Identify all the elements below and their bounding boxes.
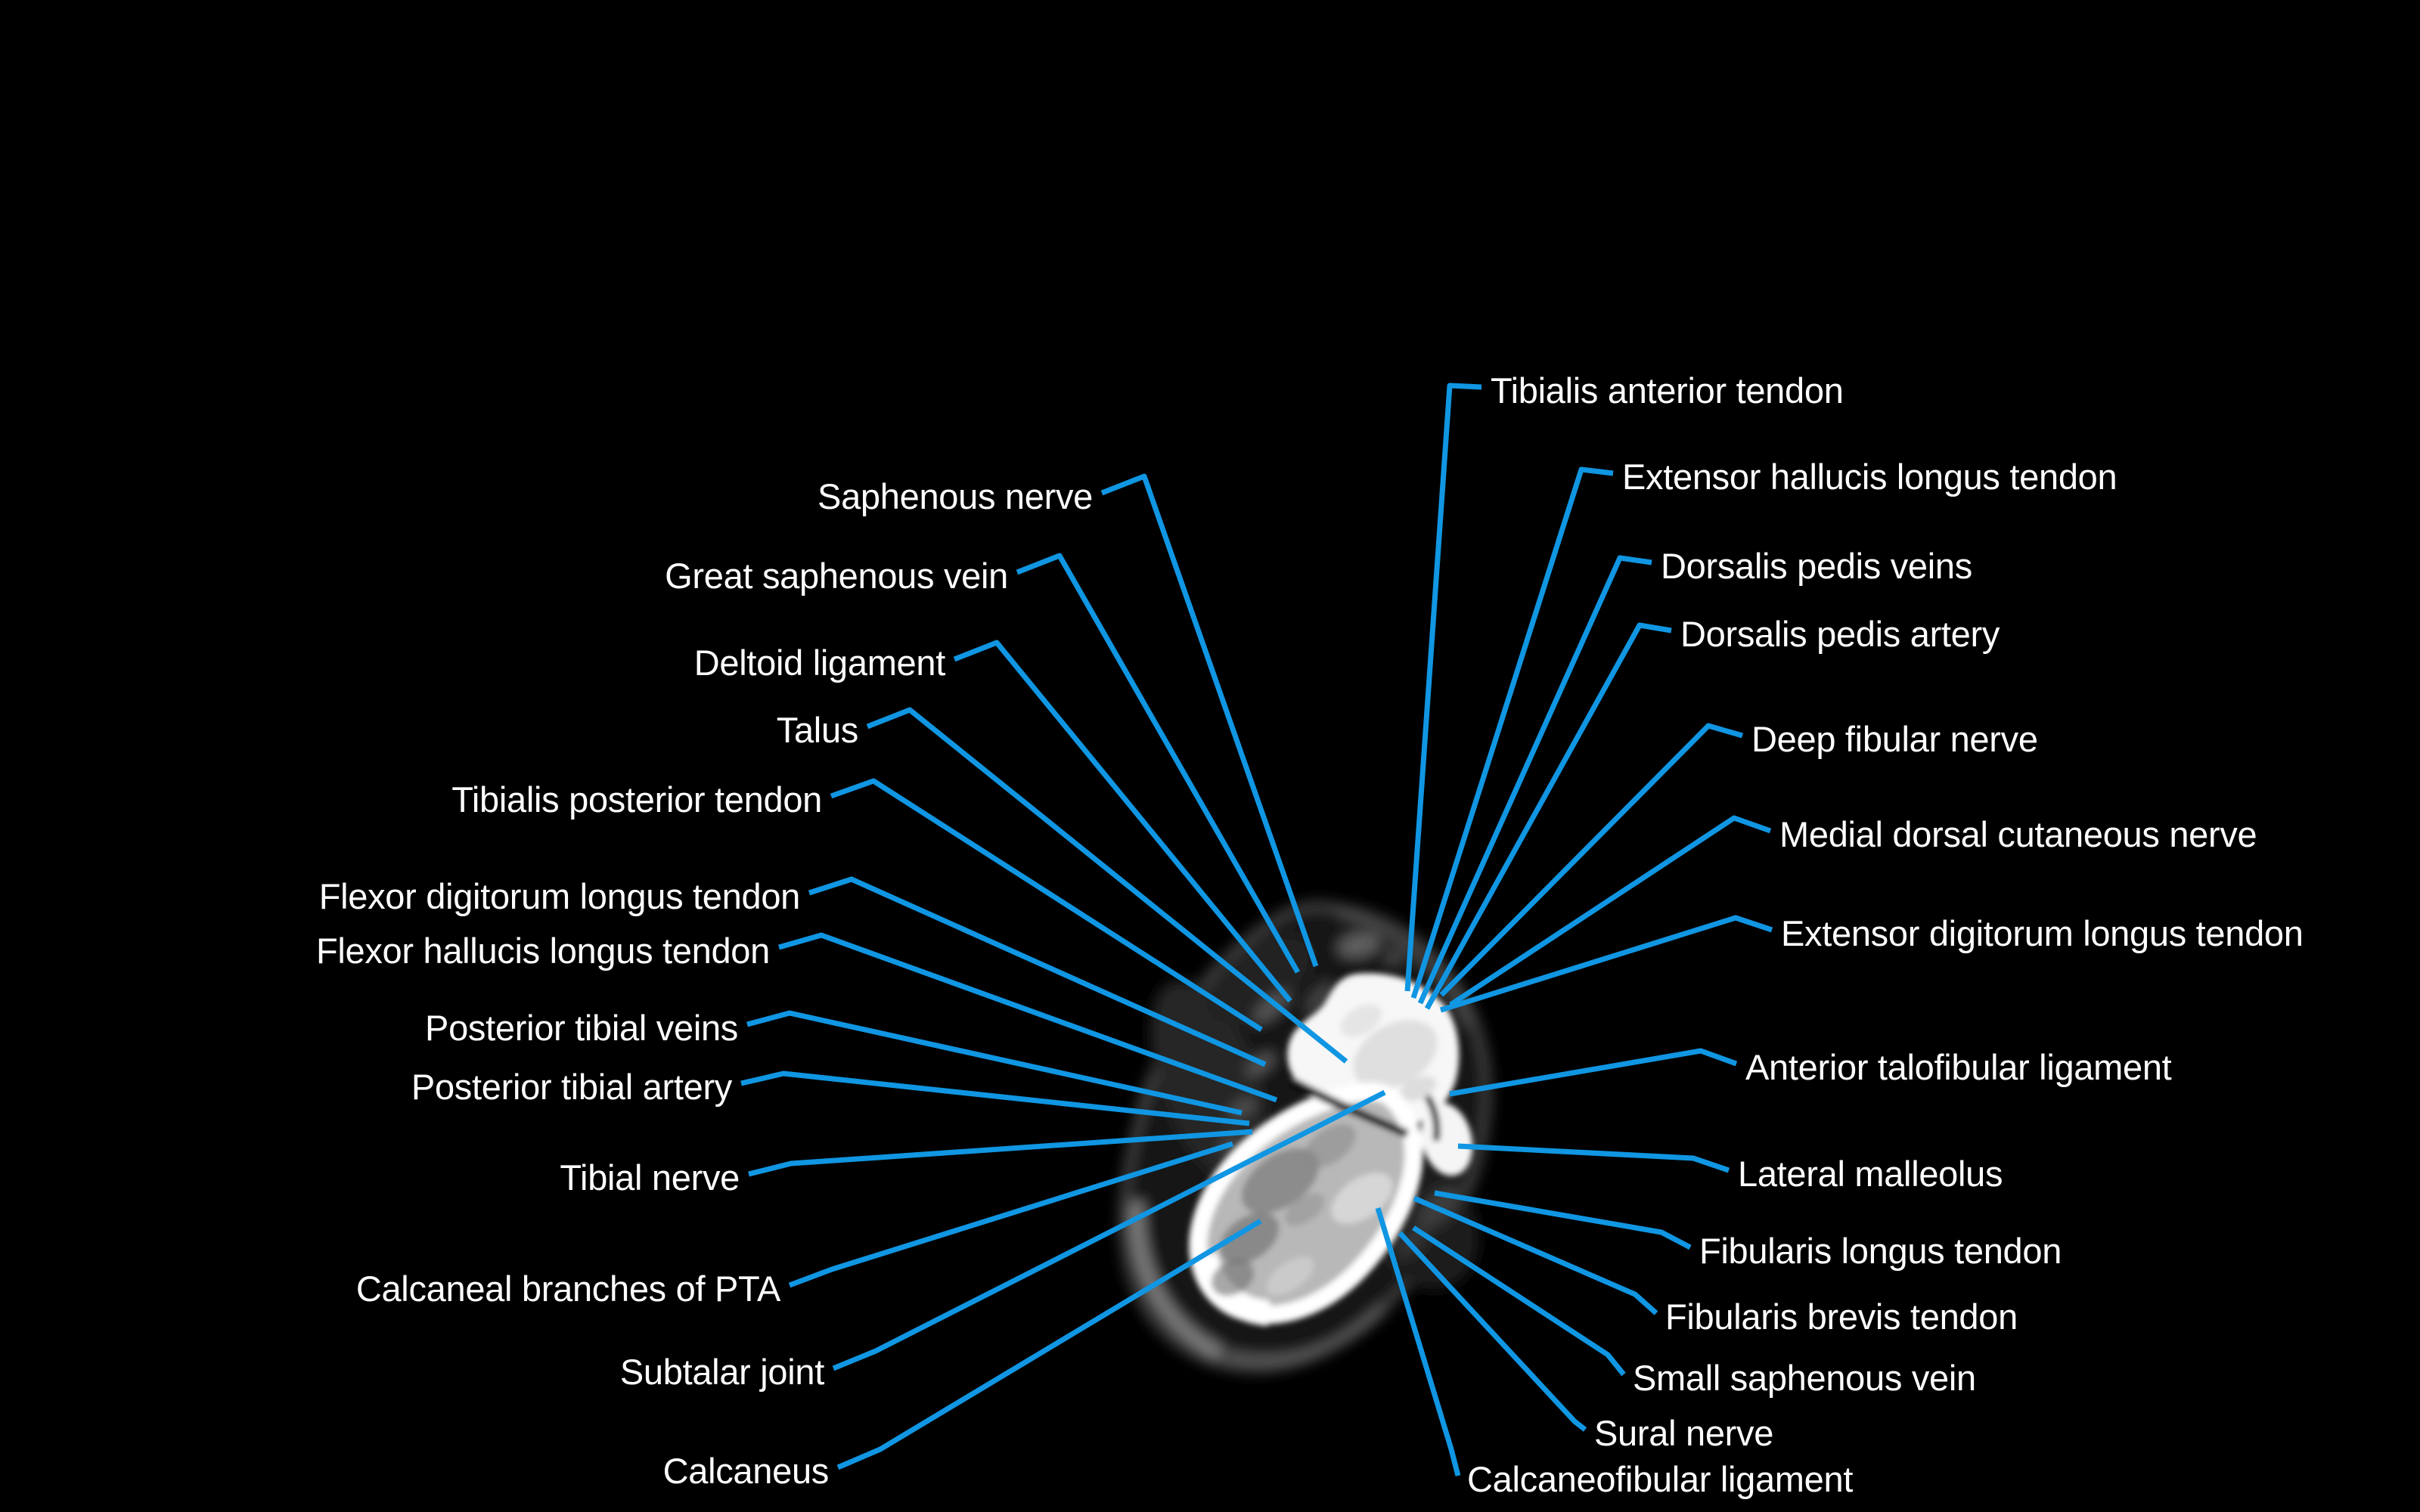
leader-line-fibularis-brevis-tendon xyxy=(1413,1195,1658,1315)
anatomy-label-deltoid-ligament: Deltoid ligament xyxy=(693,642,946,683)
anatomy-label-talus: Talus xyxy=(776,709,859,750)
leader-line-saphenous-nerve xyxy=(1100,473,1319,968)
leader-line-sural-nerve xyxy=(1398,1231,1587,1432)
leader-line-tibial-nerve xyxy=(748,1129,1253,1177)
leader-line-medial-dorsal-cutaneous-nerve xyxy=(1449,815,1772,1007)
anatomy-label-calcaneal-branches-of-pta: Calcaneal branches of PTA xyxy=(355,1268,780,1309)
leader-line-dorsalis-pedis-artery xyxy=(1424,622,1672,1010)
leader-line-extensor-hallucis-longus-tendon xyxy=(1410,466,1614,999)
leader-line-tibialis-anterior-tendon xyxy=(1404,383,1482,992)
anatomy-label-flexor-digitorum-longus-tendon: Flexor digitorum longus tendon xyxy=(318,875,801,916)
anatomy-label-dorsalis-pedis-artery: Dorsalis pedis artery xyxy=(1680,613,2000,654)
leader-line-flexor-digitorum-longus-tendon xyxy=(808,876,1267,1067)
leader-line-calcaneofibular-ligament xyxy=(1375,1207,1461,1476)
anatomy-label-subtalar-joint: Subtalar joint xyxy=(619,1351,824,1392)
leader-line-deep-fibular-nerve xyxy=(1439,723,1743,997)
leader-line-small-saphenous-vein xyxy=(1412,1225,1626,1377)
anatomy-label-sural-nerve: Sural nerve xyxy=(1594,1412,1774,1453)
anatomy-label-great-saphenous-vein: Great saphenous vein xyxy=(665,555,1008,596)
anatomy-label-extensor-hallucis-longus-tendon: Extensor hallucis longus tendon xyxy=(1622,456,2118,497)
anatomy-label-tibialis-anterior-tendon: Tibialis anterior tendon xyxy=(1491,370,1844,411)
anatomy-label-deep-fibular-nerve: Deep fibular nerve xyxy=(1751,718,2038,759)
leader-line-posterior-tibial-artery xyxy=(740,1070,1250,1126)
leader-line-deltoid-ligament xyxy=(953,640,1292,1003)
leader-line-talus xyxy=(866,707,1348,1064)
leader-line-flexor-hallucis-longus-tendon xyxy=(778,932,1278,1103)
anatomy-label-fibularis-longus-tendon: Fibularis longus tendon xyxy=(1699,1230,2062,1271)
anatomy-label-calcaneofibular-ligament: Calcaneofibular ligament xyxy=(1467,1458,1854,1499)
anatomy-label-extensor-digitorum-longus-tendon: Extensor digitorum longus tendon xyxy=(1781,912,2304,953)
anatomy-label-saphenous-nerve: Saphenous nerve xyxy=(818,476,1093,516)
leader-line-extensor-digitorum-longus-tendon xyxy=(1439,915,1773,1013)
anatomy-label-medial-dorsal-cutaneous-nerve: Medial dorsal cutaneous nerve xyxy=(1779,813,2257,854)
anatomy-label-tibial-nerve: Tibial nerve xyxy=(560,1157,740,1198)
leader-line-fibularis-longus-tendon xyxy=(1434,1190,1692,1250)
leader-line-posterior-tibial-veins xyxy=(746,1010,1243,1116)
leader-line-dorsalis-pedis-veins xyxy=(1417,555,1652,1005)
anatomy-label-flexor-hallucis-longus-tendon: Flexor hallucis longus tendon xyxy=(315,930,770,971)
anatomy-label-lateral-malleolus: Lateral malleolus xyxy=(1738,1153,2003,1194)
anatomy-label-posterior-tibial-artery: Posterior tibial artery xyxy=(411,1066,732,1107)
leader-line-calcaneal-branches-of-pta xyxy=(788,1141,1234,1288)
leader-line-calcaneus xyxy=(836,1218,1262,1470)
leader-line-lateral-malleolus xyxy=(1457,1143,1730,1173)
anatomy-label-anterior-talofibular-ligament: Anterior talofibular ligament xyxy=(1745,1046,2172,1087)
anatomy-label-fibularis-brevis-tendon: Fibularis brevis tendon xyxy=(1665,1296,2018,1337)
leader-line-subtalar-joint xyxy=(832,1089,1386,1371)
leader-line-tibialis-posterior-tendon xyxy=(830,778,1263,1032)
bones xyxy=(1189,973,1473,1326)
leader-lines xyxy=(740,383,1773,1476)
anatomy-label-posterior-tibial-veins: Posterior tibial veins xyxy=(425,1007,738,1048)
leader-line-great-saphenous-vein xyxy=(1016,553,1301,974)
anatomy-label-dorsalis-pedis-veins: Dorsalis pedis veins xyxy=(1661,545,1972,586)
leader-line-anterior-talofibular-ligament xyxy=(1449,1048,1738,1097)
anatomy-label-calcaneus: Calcaneus xyxy=(662,1450,830,1491)
anatomy-label-tibialis-posterior-tendon: Tibialis posterior tendon xyxy=(451,779,822,820)
anatomy-label-small-saphenous-vein: Small saphenous vein xyxy=(1633,1357,1976,1398)
